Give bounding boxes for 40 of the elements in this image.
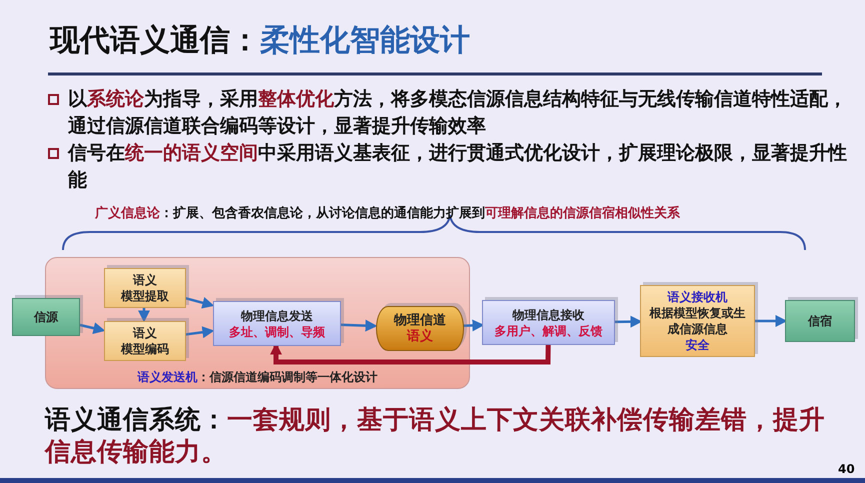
theory-note: 广义信息论：扩展、包含香农信息论，从讨论信息的通信能力扩展到可理解信息的信源信宿相似性关系 bbox=[95, 204, 680, 222]
node-text: 物理信息发送 bbox=[240, 308, 314, 324]
node-text: 物理信道 bbox=[392, 312, 447, 328]
process-box bbox=[104, 321, 186, 361]
node-text: 根据模型恢复或生成信源信息 bbox=[648, 305, 746, 337]
bullet-text: 信号在统一的语义空间中采用语义基表征，进行贯通式优化设计，扩展理论极限，显著提升性能 bbox=[68, 142, 848, 193]
arrow bbox=[138, 307, 150, 322]
arrow bbox=[755, 315, 788, 327]
node-text: 语义 bbox=[132, 325, 158, 341]
process-box bbox=[482, 300, 615, 345]
arrow bbox=[184, 326, 214, 338]
node-text: 物理信息接收 bbox=[511, 306, 586, 322]
node-text: 多址、调制、导频 bbox=[228, 324, 326, 340]
node-text: 信宿 bbox=[806, 313, 833, 329]
channel-cylinder bbox=[376, 306, 464, 351]
node-text: 多用户、解调、反馈 bbox=[494, 322, 604, 338]
node-text: 安全 bbox=[684, 337, 710, 353]
node-text: 模型编码 bbox=[120, 341, 170, 357]
node-text: 语义 bbox=[406, 328, 434, 344]
node-text: 语义 bbox=[132, 272, 158, 288]
process-box bbox=[104, 268, 186, 308]
node-text: 信源 bbox=[32, 309, 59, 325]
summary-text: 语义通信系统：一套规则，基于语义上下文关联补偿传输差错，提升信息传输能力。 bbox=[45, 404, 826, 468]
process-box bbox=[213, 301, 341, 346]
arrow bbox=[340, 320, 378, 332]
process-box bbox=[785, 300, 855, 342]
process-box bbox=[12, 298, 80, 336]
page-number: 40 bbox=[838, 462, 855, 476]
panel-caption: 语义发送机：信源信道编码调制等一体化设计 bbox=[136, 369, 378, 385]
bullet-text: 以系统论为指导，采用整体优化方法，将多模态信源信息结构特征与无线传输信道特性适配，通过信源信道联合编码等设计，显著提升传输效率 bbox=[68, 88, 848, 139]
arrow bbox=[270, 342, 551, 364]
arrow bbox=[614, 316, 642, 328]
process-box bbox=[640, 285, 755, 357]
arrow bbox=[80, 322, 106, 334]
arrow bbox=[462, 319, 484, 332]
slide-title: 现代语义通信：柔性化智能设计 bbox=[50, 22, 470, 60]
node-text: 语义接收机 bbox=[666, 289, 728, 305]
arrow bbox=[184, 296, 214, 309]
node-text: 模型提取 bbox=[120, 288, 170, 304]
transmitter-panel bbox=[45, 257, 470, 389]
